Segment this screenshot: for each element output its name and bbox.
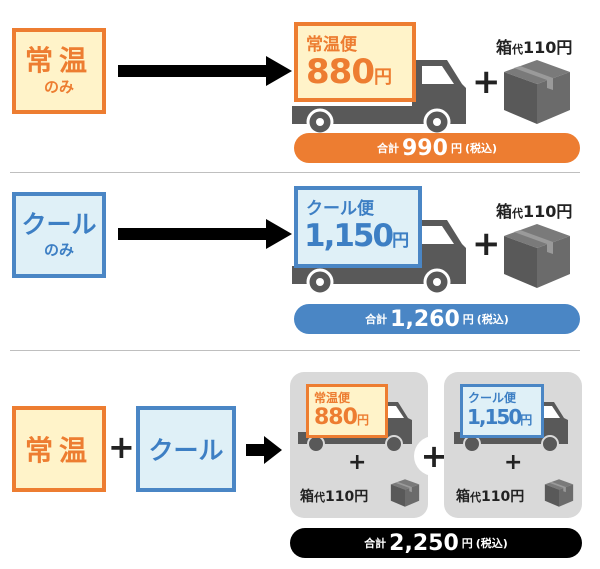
box-fee-label: 箱代110円 xyxy=(300,489,369,505)
arrow-right-icon xyxy=(246,436,282,464)
total-label: 合計 xyxy=(365,313,388,326)
room-temp-title: 常温 xyxy=(24,434,93,467)
plus-icon: + xyxy=(108,428,135,466)
room-temp-price-panel: 常温便 880円 xyxy=(294,22,416,102)
tax-note: (税込) xyxy=(464,142,497,155)
cool-price-panel: クール便 1,150円 xyxy=(294,186,422,268)
card-cool-price-unit: 円 xyxy=(520,413,533,427)
total-value: 1,260 xyxy=(390,306,460,332)
divider xyxy=(10,350,580,351)
tax-note: (税込) xyxy=(475,537,508,550)
total-label: 合計 xyxy=(377,142,399,155)
room-temp-price: 880 xyxy=(306,52,375,92)
box-fee-label: 箱代110円 xyxy=(456,489,525,505)
card-cool-price: 1,150 xyxy=(467,405,522,429)
room-temp-only-box: 常温 のみ xyxy=(12,28,106,114)
total-unit: 円 xyxy=(461,537,473,550)
cardboard-box-icon xyxy=(390,479,420,507)
room-temp-total-bar: 合計 990 円 (税込) xyxy=(294,133,580,163)
box-fee-label: 箱代110円 xyxy=(496,38,573,57)
total-value: 990 xyxy=(402,135,448,161)
cool-price: 1,150 xyxy=(304,218,394,254)
cardboard-box-icon xyxy=(504,60,570,124)
cool-total-bar: 合計 1,260 円 (税込) xyxy=(294,304,580,334)
room-temp-price-unit: 円 xyxy=(373,67,392,88)
card-room-temp-price-panel: 常温便 880円 xyxy=(306,384,388,438)
card-room-temp-price: 880 xyxy=(314,405,358,430)
plus-icon: + xyxy=(414,436,454,476)
cool-service-name: クール便 xyxy=(306,199,374,219)
truck-icon xyxy=(292,60,466,136)
plus-icon: + xyxy=(472,224,501,264)
arrow-right-icon xyxy=(118,219,292,249)
card-room-temp-service-name: 常温便 xyxy=(314,391,351,405)
cool-box: クール xyxy=(136,406,236,492)
arrow-right-icon xyxy=(118,56,292,86)
cool-only-subtitle: のみ xyxy=(43,241,74,259)
plus-icon: + xyxy=(348,450,367,475)
plus-icon: + xyxy=(472,62,501,102)
combined-total-bar: 合計 2,250 円 (税込) xyxy=(290,528,582,558)
total-unit: 円 xyxy=(462,313,474,326)
card-cool-service-name: クール便 xyxy=(468,391,517,405)
total-value: 2,250 xyxy=(389,530,459,556)
cardboard-box-icon xyxy=(544,479,574,507)
box-fee-label: 箱代110円 xyxy=(496,202,573,221)
card-room-temp-price-unit: 円 xyxy=(356,413,369,427)
total-label: 合計 xyxy=(364,537,387,550)
room-temp-box: 常温 xyxy=(12,406,106,492)
cardboard-box-icon xyxy=(504,224,570,288)
cool-only-box: クール のみ xyxy=(12,192,106,278)
truck-icon xyxy=(292,220,466,296)
room-temp-service-name: 常温便 xyxy=(306,35,357,55)
room-temp-only-title: 常温 xyxy=(24,44,93,77)
card-cool-price-panel: クール便 1,150円 xyxy=(460,384,544,438)
room-temp-only-subtitle: のみ xyxy=(43,78,74,96)
divider xyxy=(10,172,580,173)
tax-note: (税込) xyxy=(476,313,509,326)
cool-price-unit: 円 xyxy=(392,231,410,251)
cool-title: クール xyxy=(148,436,224,465)
cool-only-title: クール xyxy=(21,210,97,239)
total-unit: 円 xyxy=(450,142,462,155)
plus-icon: + xyxy=(504,450,523,475)
